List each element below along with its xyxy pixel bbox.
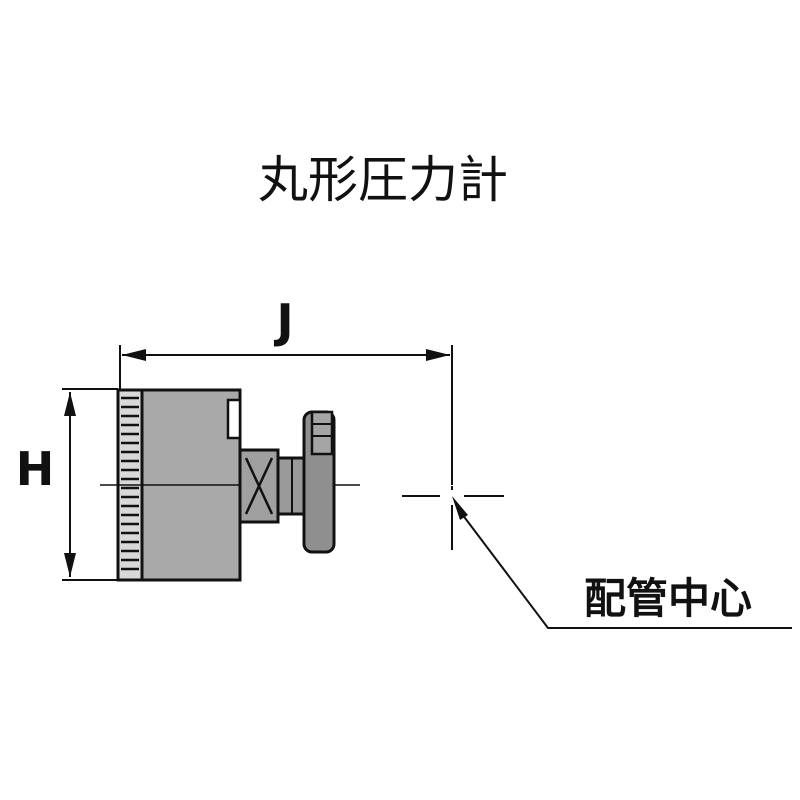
width-dimension: J [119,294,453,485]
hex-nut-cross-2 [244,457,274,515]
width-label-j: J [273,294,293,348]
j-arrow-right [426,349,450,361]
h-arrow-top [64,392,76,416]
callout-leader-line [461,513,792,629]
gauge-case-tab [226,398,242,440]
bezel-ribs [121,396,139,571]
pipe-center-label: 配管中心 [584,574,752,623]
height-dimension: H [16,388,118,581]
fitting-thread-stub [310,410,334,456]
pipe-center-crosshair [402,486,792,629]
callout-arrowhead [452,496,468,520]
hex-nut [238,448,280,524]
h-arrow-bottom [64,553,76,577]
gauge-body [100,388,360,582]
height-label-h: H [16,442,55,496]
diagram-title: 丸形圧力計 [258,151,508,209]
gauge-fitting [238,410,336,554]
j-arrow-left [122,349,146,361]
